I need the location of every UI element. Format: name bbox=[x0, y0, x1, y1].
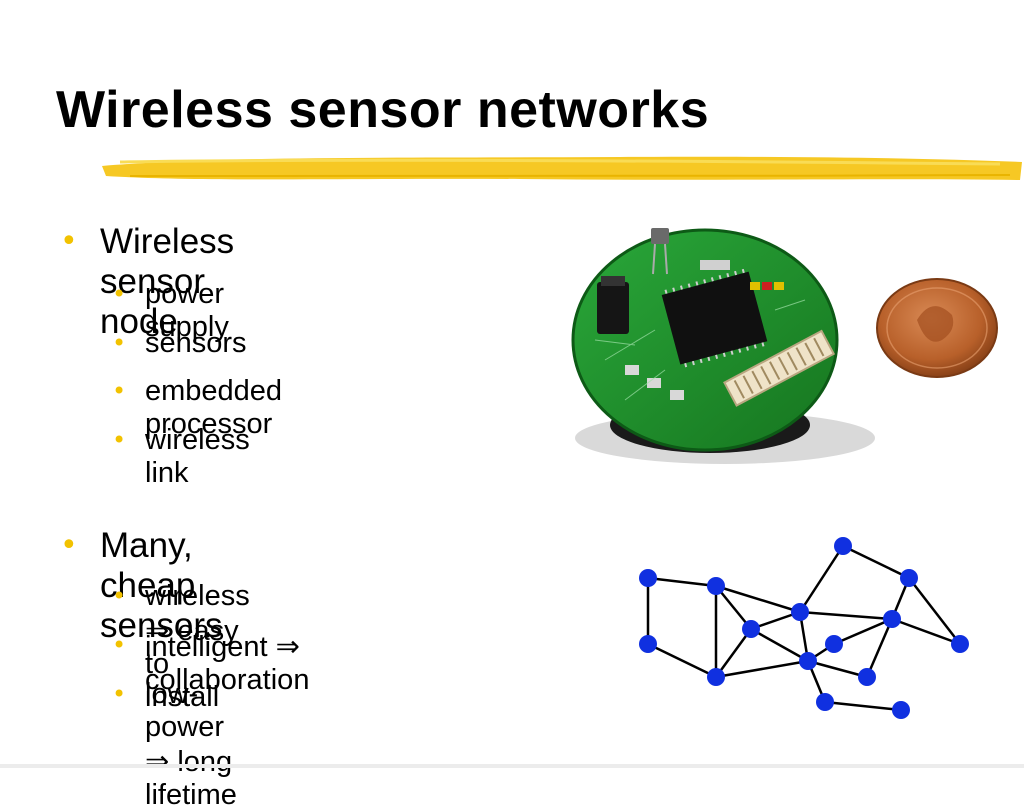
network-node bbox=[892, 701, 910, 719]
network-node bbox=[707, 577, 725, 595]
sub-bullet-item: wireless ⇒ easy to install bbox=[145, 580, 250, 713]
network-node bbox=[825, 635, 843, 653]
bullet-icon: • bbox=[60, 224, 78, 259]
bullet-icon: • bbox=[112, 377, 127, 405]
network-node bbox=[816, 693, 834, 711]
sub-bullet-item: sensors bbox=[145, 327, 247, 359]
bullet-icon: • bbox=[112, 631, 127, 659]
bullet-many-cheap-sensors: Many, cheap sensors bbox=[100, 526, 223, 645]
bullet-icon: • bbox=[112, 426, 127, 454]
bullet-wireless-sensor-node: Wireless sensor node bbox=[100, 222, 235, 341]
sub-bullet-item: embedded processor bbox=[145, 375, 283, 440]
bullet-icon: • bbox=[112, 680, 127, 708]
sub-bullet-item: wireless link bbox=[145, 424, 250, 489]
network-node bbox=[951, 635, 969, 653]
slide: Wireless sensor networks • Wireless sens… bbox=[0, 81, 1024, 811]
bullet-icon: • bbox=[112, 582, 127, 610]
sensor-mote-photo bbox=[571, 228, 998, 464]
network-node bbox=[707, 668, 725, 686]
network-node bbox=[900, 569, 918, 587]
network-node bbox=[791, 603, 809, 621]
network-node bbox=[639, 635, 657, 653]
sub-bullet-item: intelligent ⇒ collaboration bbox=[145, 631, 310, 696]
footer-divider bbox=[0, 764, 1024, 768]
sub-bullet-item: low-power ⇒ long lifetime bbox=[145, 678, 237, 811]
bullet-icon: • bbox=[60, 528, 78, 563]
network-node bbox=[742, 620, 760, 638]
network-node bbox=[883, 610, 901, 628]
title-underline-highlight bbox=[102, 156, 1022, 180]
network-node bbox=[639, 569, 657, 587]
sub-bullet-item: power supply bbox=[145, 278, 229, 343]
slide-title: Wireless sensor networks bbox=[56, 81, 710, 139]
bullet-icon: • bbox=[112, 329, 127, 357]
bullet-icon: • bbox=[112, 280, 127, 308]
network-node bbox=[858, 668, 876, 686]
network-node bbox=[834, 537, 852, 555]
network-node bbox=[799, 652, 817, 670]
network-graph-diagram bbox=[639, 537, 969, 719]
